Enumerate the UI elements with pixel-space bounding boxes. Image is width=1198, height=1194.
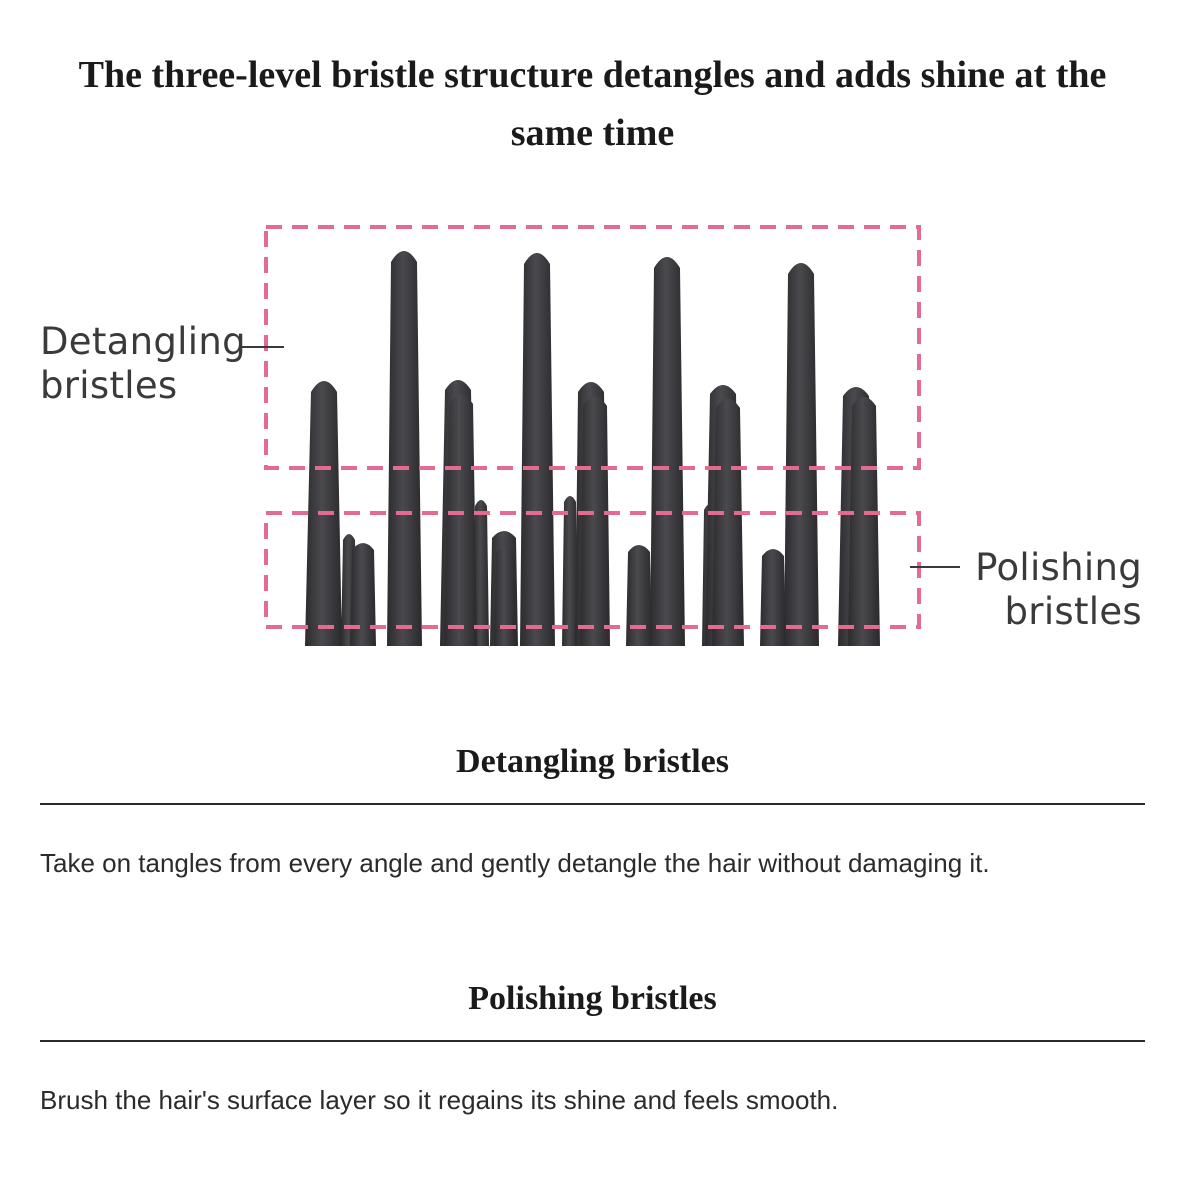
bristle-medium bbox=[580, 397, 610, 646]
bristle-medium bbox=[444, 395, 477, 646]
bristle-short bbox=[562, 496, 578, 646]
polishing-label-line1: Polishing bbox=[975, 546, 1142, 589]
bristle-tall bbox=[520, 253, 555, 646]
detangling-label-line1: Detangling bbox=[40, 320, 246, 363]
page-title: The three-level bristle structure detang… bbox=[78, 54, 1107, 154]
section-heading: Detangling bristles bbox=[456, 743, 729, 780]
polishing-zone-box bbox=[264, 511, 921, 629]
polishing-section: Polishing bristles Brush the hair's surf… bbox=[40, 977, 1145, 1120]
detangling-bristles-label: Detangling bristles bbox=[40, 320, 246, 408]
bristle-medium bbox=[848, 397, 880, 646]
bristle-tall bbox=[387, 251, 422, 646]
tall-bristles bbox=[387, 251, 819, 646]
bristle-illustration bbox=[242, 225, 960, 646]
bristle-tall bbox=[650, 257, 685, 646]
section-divider bbox=[40, 803, 1145, 805]
section-divider bbox=[40, 1040, 1145, 1042]
bristle-tall bbox=[784, 263, 819, 646]
section-body: Take on tangles from every angle and gen… bbox=[40, 848, 990, 878]
bristle-short bbox=[626, 545, 652, 646]
bristle-medium bbox=[712, 399, 744, 646]
detangling-section: Detangling bristles Take on tangles from… bbox=[40, 740, 1145, 883]
polishing-label-line2: bristles bbox=[1004, 590, 1142, 633]
bristle-short bbox=[494, 548, 516, 646]
detangling-label-line2: bristles bbox=[40, 364, 178, 407]
bristle-short bbox=[473, 500, 489, 646]
section-heading: Polishing bristles bbox=[468, 980, 717, 1017]
bristle-short bbox=[760, 549, 786, 646]
polishing-bristles-label: Polishing bristles bbox=[975, 546, 1142, 634]
bristle-diagram: Detangling bristles Polishing bristles bbox=[30, 210, 1170, 660]
bristle-short bbox=[350, 543, 376, 646]
section-body: Brush the hair's surface layer so it reg… bbox=[40, 1085, 839, 1115]
